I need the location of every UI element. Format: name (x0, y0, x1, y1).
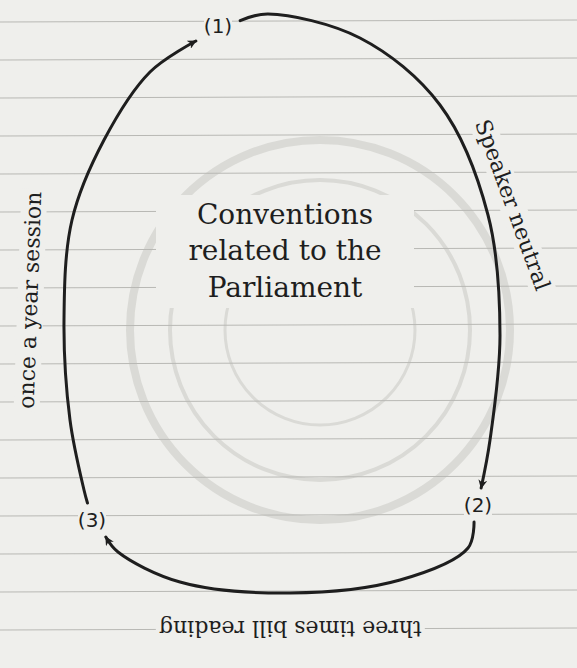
convention-text: Speaker neutral (468, 113, 556, 297)
step-number-text: (1) (204, 15, 232, 37)
ruled-line (0, 324, 577, 326)
ruled-line (0, 96, 577, 98)
ruled-line (0, 552, 577, 554)
ruled-lines (0, 20, 577, 630)
cycle-arrow (106, 522, 474, 593)
step-number: (3) (74, 507, 110, 533)
step-number-text: (2) (464, 494, 492, 516)
step-number-text: (3) (78, 509, 106, 531)
step-number: (1) (200, 13, 236, 39)
ruled-line (0, 58, 577, 60)
seal-ring (130, 140, 510, 520)
central-topic: Conventions related to the Parliament (156, 195, 414, 308)
ruled-line (0, 476, 577, 478)
ruled-line (0, 362, 577, 364)
convention-text: once a year session (13, 188, 47, 412)
ruled-line (0, 400, 577, 402)
ruled-line (0, 20, 577, 22)
step-number: (2) (460, 492, 496, 518)
watermark-seal (130, 140, 510, 520)
convention-text: three times bill reading (156, 615, 425, 641)
